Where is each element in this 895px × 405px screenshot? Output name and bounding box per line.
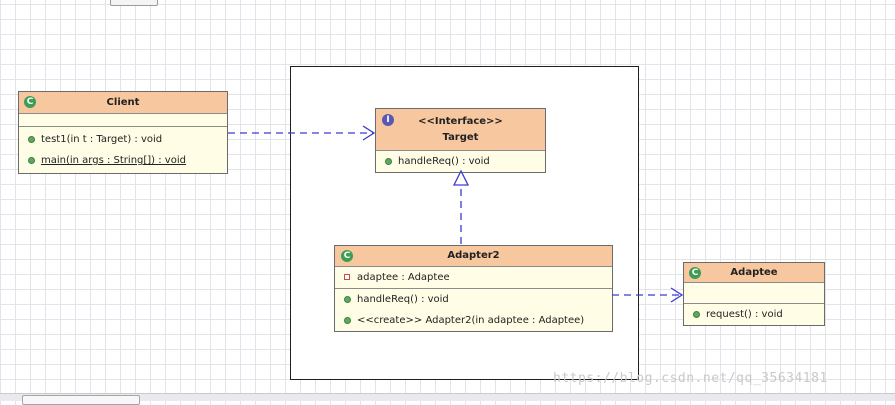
bottom-tab[interactable] bbox=[22, 395, 140, 405]
class-header: C Client bbox=[19, 92, 227, 114]
class-adaptee[interactable]: C Adaptee request() : void bbox=[683, 262, 825, 326]
class-icon: C bbox=[689, 267, 701, 279]
stereotype-label: <<Interface>> bbox=[418, 116, 503, 127]
class-client[interactable]: C Client test1(in t : Target) : void mai… bbox=[18, 91, 228, 174]
attributes-section bbox=[19, 114, 227, 127]
class-adapter2[interactable]: C Adapter2 adaptee : Adaptee handleReq()… bbox=[334, 245, 613, 332]
methods-section: request() : void bbox=[684, 304, 824, 325]
attribute-signature: adaptee : Adaptee bbox=[357, 272, 450, 283]
method-item[interactable]: request() : void bbox=[684, 304, 824, 325]
method-signature: handleReq() : void bbox=[398, 156, 490, 167]
method-signature: <<create>> Adapter2(in adaptee : Adaptee… bbox=[357, 315, 585, 326]
class-name: Client bbox=[106, 97, 140, 108]
method-item[interactable]: test1(in t : Target) : void bbox=[19, 129, 227, 150]
public-method-icon bbox=[385, 158, 392, 165]
realization-arrowhead bbox=[452, 169, 470, 186]
class-icon: C bbox=[341, 250, 353, 262]
bottom-scrollbar[interactable] bbox=[0, 393, 895, 401]
methods-section: handleReq() : void bbox=[376, 151, 545, 172]
attribute-item[interactable]: adaptee : Adaptee bbox=[335, 267, 612, 288]
method-item[interactable]: handleReq() : void bbox=[335, 289, 612, 310]
class-header: C Adaptee bbox=[684, 263, 824, 283]
public-method-icon bbox=[693, 311, 700, 318]
class-target[interactable]: I <<Interface>> Target handleReq() : voi… bbox=[375, 108, 546, 173]
interface-icon: I bbox=[382, 114, 394, 126]
class-header: C Adapter2 bbox=[335, 246, 612, 267]
method-item[interactable]: <<create>> Adapter2(in adaptee : Adaptee… bbox=[335, 310, 612, 331]
class-name: Adapter2 bbox=[447, 250, 500, 261]
class-header: I <<Interface>> Target bbox=[376, 109, 545, 151]
attributes-section: adaptee : Adaptee bbox=[335, 267, 612, 289]
attributes-section bbox=[684, 283, 824, 304]
dependency-arrowhead bbox=[670, 287, 684, 303]
public-method-icon bbox=[28, 136, 35, 143]
method-signature: request() : void bbox=[706, 309, 783, 320]
method-item[interactable]: handleReq() : void bbox=[376, 151, 545, 172]
watermark: https://blog.csdn.net/qq_35634181 bbox=[553, 371, 828, 386]
top-tab[interactable] bbox=[110, 0, 158, 6]
class-name: Adaptee bbox=[730, 267, 778, 278]
methods-section: handleReq() : void <<create>> Adapter2(i… bbox=[335, 289, 612, 331]
method-signature: handleReq() : void bbox=[357, 294, 449, 305]
methods-section: test1(in t : Target) : void main(in args… bbox=[19, 127, 227, 173]
method-item[interactable]: main(in args : String[]) : void bbox=[19, 150, 227, 171]
private-attribute-icon bbox=[344, 274, 350, 280]
method-signature: test1(in t : Target) : void bbox=[41, 134, 163, 145]
public-method-icon bbox=[28, 157, 35, 164]
dependency-arrowhead bbox=[362, 125, 376, 141]
method-signature: main(in args : String[]) : void bbox=[41, 155, 186, 166]
public-method-icon bbox=[344, 296, 351, 303]
public-method-icon bbox=[344, 317, 351, 324]
class-name: Target bbox=[442, 132, 479, 143]
class-icon: C bbox=[24, 96, 36, 108]
